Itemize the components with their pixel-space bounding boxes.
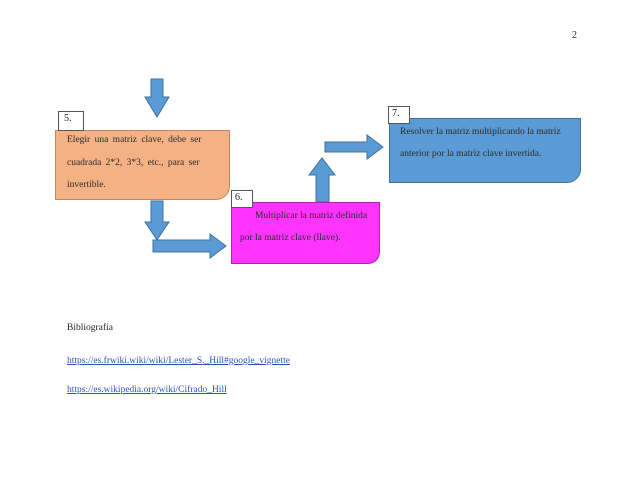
- step-6-line-2: por la matriz clave (llave).: [240, 233, 341, 243]
- arrow-up-from-step6: [307, 157, 337, 203]
- step-7-line-1: Resolver la matriz multiplicando la matr…: [400, 127, 561, 137]
- step-6-number: 6.: [231, 190, 253, 208]
- bibliography-link-1[interactable]: https://es.frwiki.wiki/wiki/Lester_S._Hi…: [67, 356, 290, 366]
- step-7-number: 7.: [388, 106, 410, 124]
- step-6-box: Multiplicar la matriz definida por la ma…: [231, 202, 380, 264]
- page-number: 2: [572, 30, 577, 41]
- step-5-number: 5.: [58, 111, 84, 131]
- arrow-right-to-step7: [324, 134, 384, 160]
- step-5-box: Elegir una matriz clave, debe ser cuadra…: [55, 130, 230, 200]
- step-6-line-1: Multiplicar la matriz definida: [255, 211, 368, 221]
- arrow-down-top: [144, 78, 170, 118]
- bibliography-link-2[interactable]: https://es.wikipedia.org/wiki/Cifrado_Hi…: [67, 385, 227, 395]
- bibliography-heading: Bibliografía: [67, 323, 113, 333]
- step-7-box: Resolver la matriz multiplicando la matr…: [389, 118, 581, 183]
- step-5-line-1: Elegir una matriz clave, debe ser: [67, 135, 202, 145]
- step-7-line-2: anterior por la matriz clave invertida.: [400, 149, 542, 159]
- arrow-right-to-step6: [152, 233, 227, 259]
- step-5-line-2: cuadrada 2*2, 3*3, etc., para ser: [67, 158, 200, 168]
- step-5-line-3: invertible.: [67, 180, 106, 190]
- arrow-down-from-step5: [144, 200, 170, 241]
